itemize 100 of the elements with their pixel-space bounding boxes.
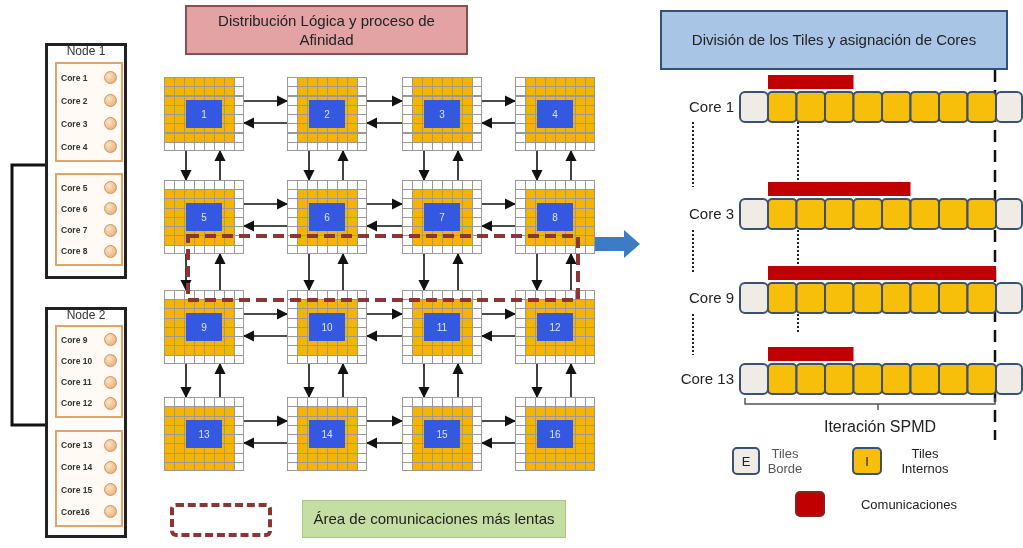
- arrow: [565, 252, 577, 291]
- arrow: [565, 149, 577, 181]
- arrow: [531, 150, 543, 182]
- block-arrow: [595, 230, 640, 258]
- arrow: [480, 117, 516, 129]
- arrow: [481, 95, 517, 107]
- core-label: Core 15: [61, 484, 93, 495]
- core-label: Core 10: [61, 355, 93, 366]
- core-label: Core 9: [687, 289, 734, 306]
- core-label: Core 13: [679, 370, 734, 387]
- compute-node-box: [45, 307, 127, 538]
- arrow: [418, 253, 430, 292]
- arrow: [243, 198, 289, 210]
- title-text: Distribución Lógica y proceso de Afinidad: [217, 10, 436, 50]
- tile-grid: [164, 180, 244, 254]
- core-label: Core 5: [61, 182, 88, 193]
- tile-number: 10: [309, 313, 345, 341]
- core-label: Core 4: [61, 141, 88, 152]
- core-label: Core 8: [61, 246, 88, 257]
- arrow: [418, 150, 430, 182]
- tile-number: 11: [424, 313, 460, 341]
- arrow: [243, 95, 289, 107]
- arrow: [214, 252, 226, 291]
- arrow: [242, 437, 288, 449]
- core-label: Core16: [61, 506, 90, 517]
- arrow: [303, 150, 315, 182]
- arrow: [366, 95, 404, 107]
- legend-text: Comunicaciones: [859, 495, 959, 514]
- tile-number: 12: [537, 313, 573, 341]
- tile-number: 5: [186, 203, 222, 231]
- arrow: [480, 220, 516, 232]
- tile-grid: [402, 397, 482, 471]
- arrow: [366, 415, 404, 427]
- arrow: [243, 308, 289, 320]
- arrow: [242, 220, 288, 232]
- tile-number: 16: [537, 420, 573, 448]
- arrow: [565, 362, 577, 398]
- axis-label: Iteración SPMD: [822, 418, 937, 436]
- tile-grid: [164, 77, 244, 151]
- arrow: [180, 253, 192, 292]
- core-label: Core 9: [61, 334, 88, 345]
- arrow: [365, 117, 403, 129]
- arrow: [452, 252, 464, 291]
- arrow: [481, 198, 517, 210]
- bracket-line: [10, 163, 45, 427]
- tile-grid: [515, 180, 595, 254]
- core-label: Core 11: [61, 377, 92, 388]
- arrow: [481, 415, 517, 427]
- arrow: [242, 330, 288, 342]
- tile-grid: [402, 77, 482, 151]
- tile-number: 3: [424, 100, 460, 128]
- node-title: Node 1: [65, 44, 107, 58]
- tile-grid: [164, 290, 244, 364]
- core-label: Core 1: [61, 72, 88, 83]
- title-banner: [660, 10, 1008, 70]
- core-label: Core 2: [61, 95, 88, 106]
- arrow: [365, 220, 403, 232]
- arrow: [366, 308, 404, 320]
- arrow: [366, 198, 404, 210]
- tile-grid: [402, 180, 482, 254]
- core-label: Core 13: [61, 440, 93, 451]
- arrow: [418, 363, 430, 399]
- core-label: Core 3: [61, 118, 88, 129]
- arrow: [180, 150, 192, 182]
- core-group-box: [55, 325, 123, 418]
- arrow: [481, 308, 517, 320]
- title-text: División de los Tiles y asignación de Cores: [691, 30, 977, 50]
- swatch-letter: I: [865, 453, 869, 469]
- arrow: [337, 252, 349, 291]
- arrow: [214, 362, 226, 398]
- tile-number: 15: [424, 420, 460, 448]
- tile-grid: [287, 397, 367, 471]
- arrow: [180, 363, 192, 399]
- legend-text: Tiles Borde: [766, 445, 804, 478]
- tile-number: 1: [186, 100, 222, 128]
- tile-number: 8: [537, 203, 573, 231]
- arrow: [480, 330, 516, 342]
- arrow: [337, 149, 349, 181]
- core-label: Core 7: [61, 225, 88, 236]
- arrow: [452, 362, 464, 398]
- tile-grid: [515, 77, 595, 151]
- node-title: Node 2: [65, 308, 107, 322]
- arrow: [365, 330, 403, 342]
- compute-node-box: [45, 43, 127, 279]
- tile-grid: [287, 77, 367, 151]
- core-group-box: [55, 173, 123, 266]
- title-banner: [185, 5, 468, 55]
- tile-number: 4: [537, 100, 573, 128]
- arrow: [242, 117, 288, 129]
- arrow: [531, 363, 543, 399]
- arrow: [480, 437, 516, 449]
- tile-grid: [515, 397, 595, 471]
- tile-number: 9: [186, 313, 222, 341]
- core-group-box: [55, 430, 123, 527]
- arrow: [214, 149, 226, 181]
- arrow: [337, 362, 349, 398]
- tile-number: 14: [309, 420, 345, 448]
- tile-grid: [515, 290, 595, 364]
- core-label: Core 14: [61, 462, 93, 473]
- tile-number: 2: [309, 100, 345, 128]
